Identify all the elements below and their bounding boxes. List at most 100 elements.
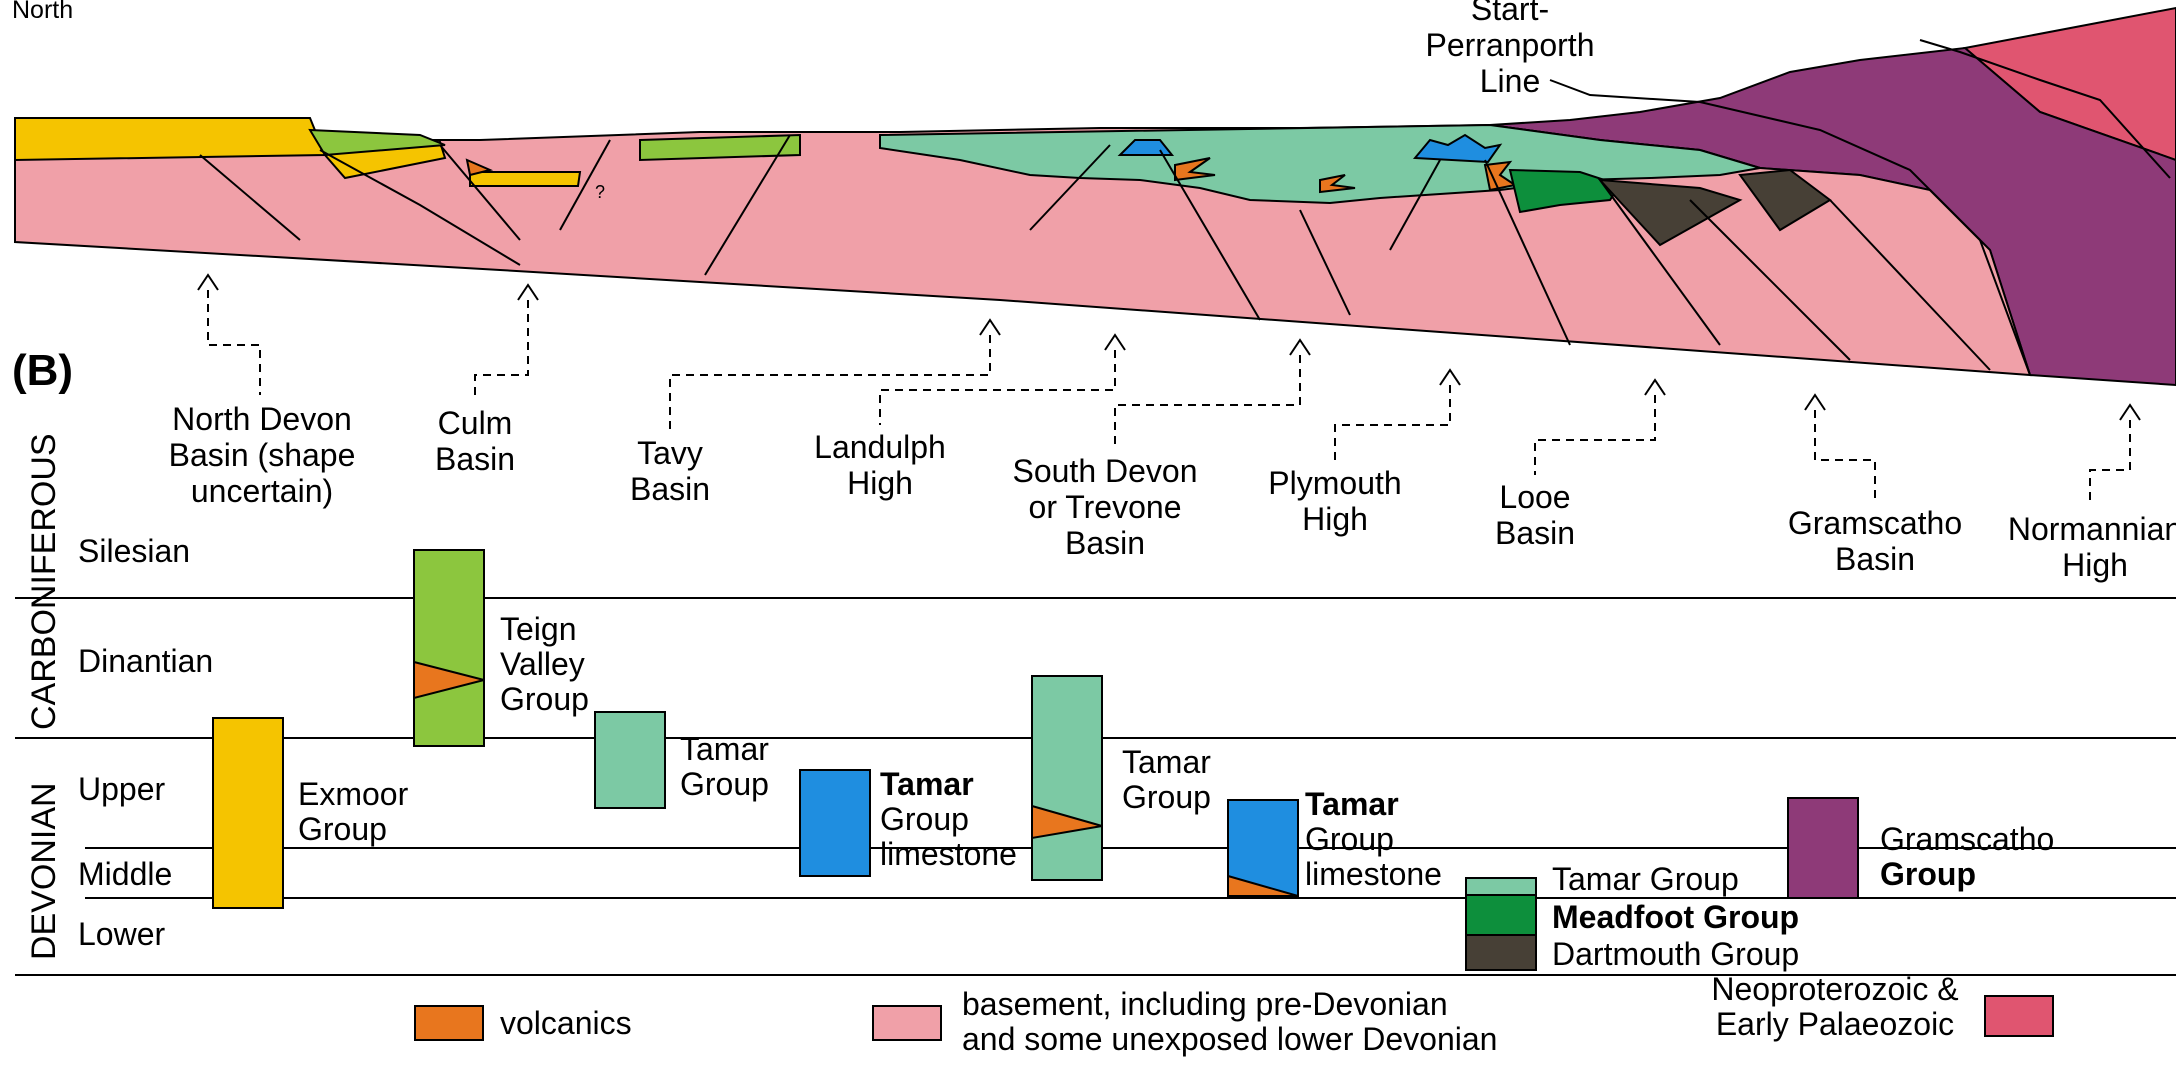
thrust-fault-1 xyxy=(1549,79,2031,376)
plymouth-label-1: Plymouth xyxy=(1268,465,1401,501)
panel-label: (B) xyxy=(12,346,73,395)
tavy-label-1: Tavy xyxy=(637,435,703,471)
tamar2-label-1: Tamar xyxy=(1122,744,1211,780)
fault-7 xyxy=(1159,149,1261,321)
meadfoot-fill xyxy=(1508,168,1622,214)
arrow-gramscatho xyxy=(1814,410,1876,500)
tamar-ls1-label-1: Tamar xyxy=(880,766,974,802)
volcanic-spike-1 xyxy=(1174,157,1216,182)
culm-label-2: Basin xyxy=(435,441,515,477)
gramscatho-unit-label-1: Gramscatho xyxy=(1880,821,2054,857)
teign-fill-1 xyxy=(308,128,446,157)
gramscatho-unit-label-2: Group xyxy=(1880,856,1976,892)
arrow-plymouth xyxy=(1334,385,1451,460)
gramscatho-label-1: Gramscatho xyxy=(1788,505,1962,541)
fault-5 xyxy=(704,134,791,276)
devonian-label: DEVONIAN xyxy=(25,782,63,960)
limestone-box-1 xyxy=(799,769,871,877)
teign-box xyxy=(413,549,485,747)
fault-8 xyxy=(1299,209,1351,316)
tamar2-volcanic xyxy=(1031,804,1103,840)
gramscatho-box xyxy=(1787,797,1859,899)
normannian-label-1: Normannian xyxy=(2008,511,2176,547)
fault-11 xyxy=(1599,179,1721,346)
arrow-looe xyxy=(1534,395,1656,475)
fault-9 xyxy=(1389,159,1441,251)
limestone2-volcanic xyxy=(1227,874,1299,897)
tamar-box-2 xyxy=(1031,675,1103,881)
north-devon-label-3: uncertain) xyxy=(191,473,333,509)
south-devon-label-3: Basin xyxy=(1065,525,1145,561)
legend-basement-label-1: basement, including pre-Devonian xyxy=(962,986,1448,1022)
south-devon-label-1: South Devon xyxy=(1012,453,1197,489)
looe-tamar-box xyxy=(1465,877,1537,896)
exmoor-label-1: Exmoor xyxy=(298,776,409,812)
teign-volcanic xyxy=(413,660,485,700)
spl-label-3: Line xyxy=(1480,63,1541,99)
landulph-label-2: High xyxy=(847,465,913,501)
tamar-ls2-label-2: Group xyxy=(1305,821,1394,857)
lower-label: Lower xyxy=(78,916,166,952)
spl-label-1: Start- xyxy=(1471,0,1549,27)
volcanic-spike-4 xyxy=(465,158,494,177)
silesian-label: Silesian xyxy=(78,533,190,569)
legend-neoproterozoic-swatch xyxy=(1984,995,2054,1037)
normannian-label-2: High xyxy=(2062,547,2128,583)
looe-label-2: Basin xyxy=(1495,515,1575,551)
dartmouth-label: Dartmouth Group xyxy=(1552,936,1799,972)
tamar-ls1-label-3: limestone xyxy=(880,836,1017,872)
limestone-knob-1 xyxy=(1117,139,1175,156)
arrow-tavy xyxy=(669,335,991,430)
limestone-knob-2 xyxy=(1412,133,1503,164)
tamar1-label-1: Tamar xyxy=(680,731,769,767)
legend-neoproterozoic-label-1: Neoproterozoic & xyxy=(1711,971,1958,1007)
fault-6 xyxy=(1029,144,1111,231)
unit-labels: Exmoor Group Teign Valley Group Tamar Gr… xyxy=(298,611,2054,972)
carboniferous-label: CARBONIFEROUS xyxy=(25,433,63,730)
culm-label-1: Culm xyxy=(438,405,513,441)
fault-13 xyxy=(1829,199,1991,371)
legend: volcanics basement, including pre-Devoni… xyxy=(414,971,2054,1057)
tamar1-label-2: Group xyxy=(680,766,769,802)
dartmouth-box xyxy=(1465,934,1537,971)
legend-volcanics-label: volcanics xyxy=(500,1005,632,1041)
cross-section xyxy=(14,6,2176,387)
teign-label-3: Group xyxy=(500,681,589,717)
tamar2-label-2: Group xyxy=(1122,779,1211,815)
pointer-arrows xyxy=(197,273,2141,505)
upper-label: Upper xyxy=(78,771,166,807)
fault-12 xyxy=(1689,199,1851,361)
fault-10 xyxy=(1484,159,1571,346)
looe-label-1: Looe xyxy=(1499,479,1570,515)
question-mark: ? xyxy=(595,182,605,202)
arrow-south-devon xyxy=(1114,355,1301,450)
fault-3 xyxy=(439,144,521,241)
volcanic-spike-3 xyxy=(1483,160,1518,192)
strat-columns xyxy=(212,549,1859,971)
legend-neoproterozoic-label-2: Early Palaeozoic xyxy=(1716,1006,1954,1042)
landulph-label-1: Landulph xyxy=(814,429,946,465)
legend-basement-swatch xyxy=(872,1005,942,1041)
exmoor-fill xyxy=(14,117,327,162)
culm-yellow xyxy=(469,171,582,187)
exmoor-label-2: Group xyxy=(298,811,387,847)
thrust-fault-2 xyxy=(1919,39,2171,179)
meadfoot-box xyxy=(1465,894,1537,936)
arrow-normannian xyxy=(2089,420,2131,505)
meadfoot-label: Meadfoot Group xyxy=(1552,899,1799,935)
dinantian-label: Dinantian xyxy=(78,643,213,679)
tamar-box-1 xyxy=(594,711,666,809)
plymouth-label-2: High xyxy=(1302,501,1368,537)
north-devon-label-2: Basin (shape xyxy=(169,437,356,473)
south-devon-label-2: or Trevone xyxy=(1029,489,1182,525)
volcanic-spike-2 xyxy=(1319,174,1356,194)
middle-label: Middle xyxy=(78,856,172,892)
exmoor-box xyxy=(212,717,284,909)
fault-4 xyxy=(559,139,611,231)
looe-tamar-label: Tamar Group xyxy=(1552,861,1739,897)
tamar-ls2-label-1: Tamar xyxy=(1305,786,1399,822)
teign-label-2: Valley xyxy=(500,646,585,682)
gramscatho-label-2: Basin xyxy=(1835,541,1915,577)
arrow-north-devon xyxy=(207,290,261,395)
